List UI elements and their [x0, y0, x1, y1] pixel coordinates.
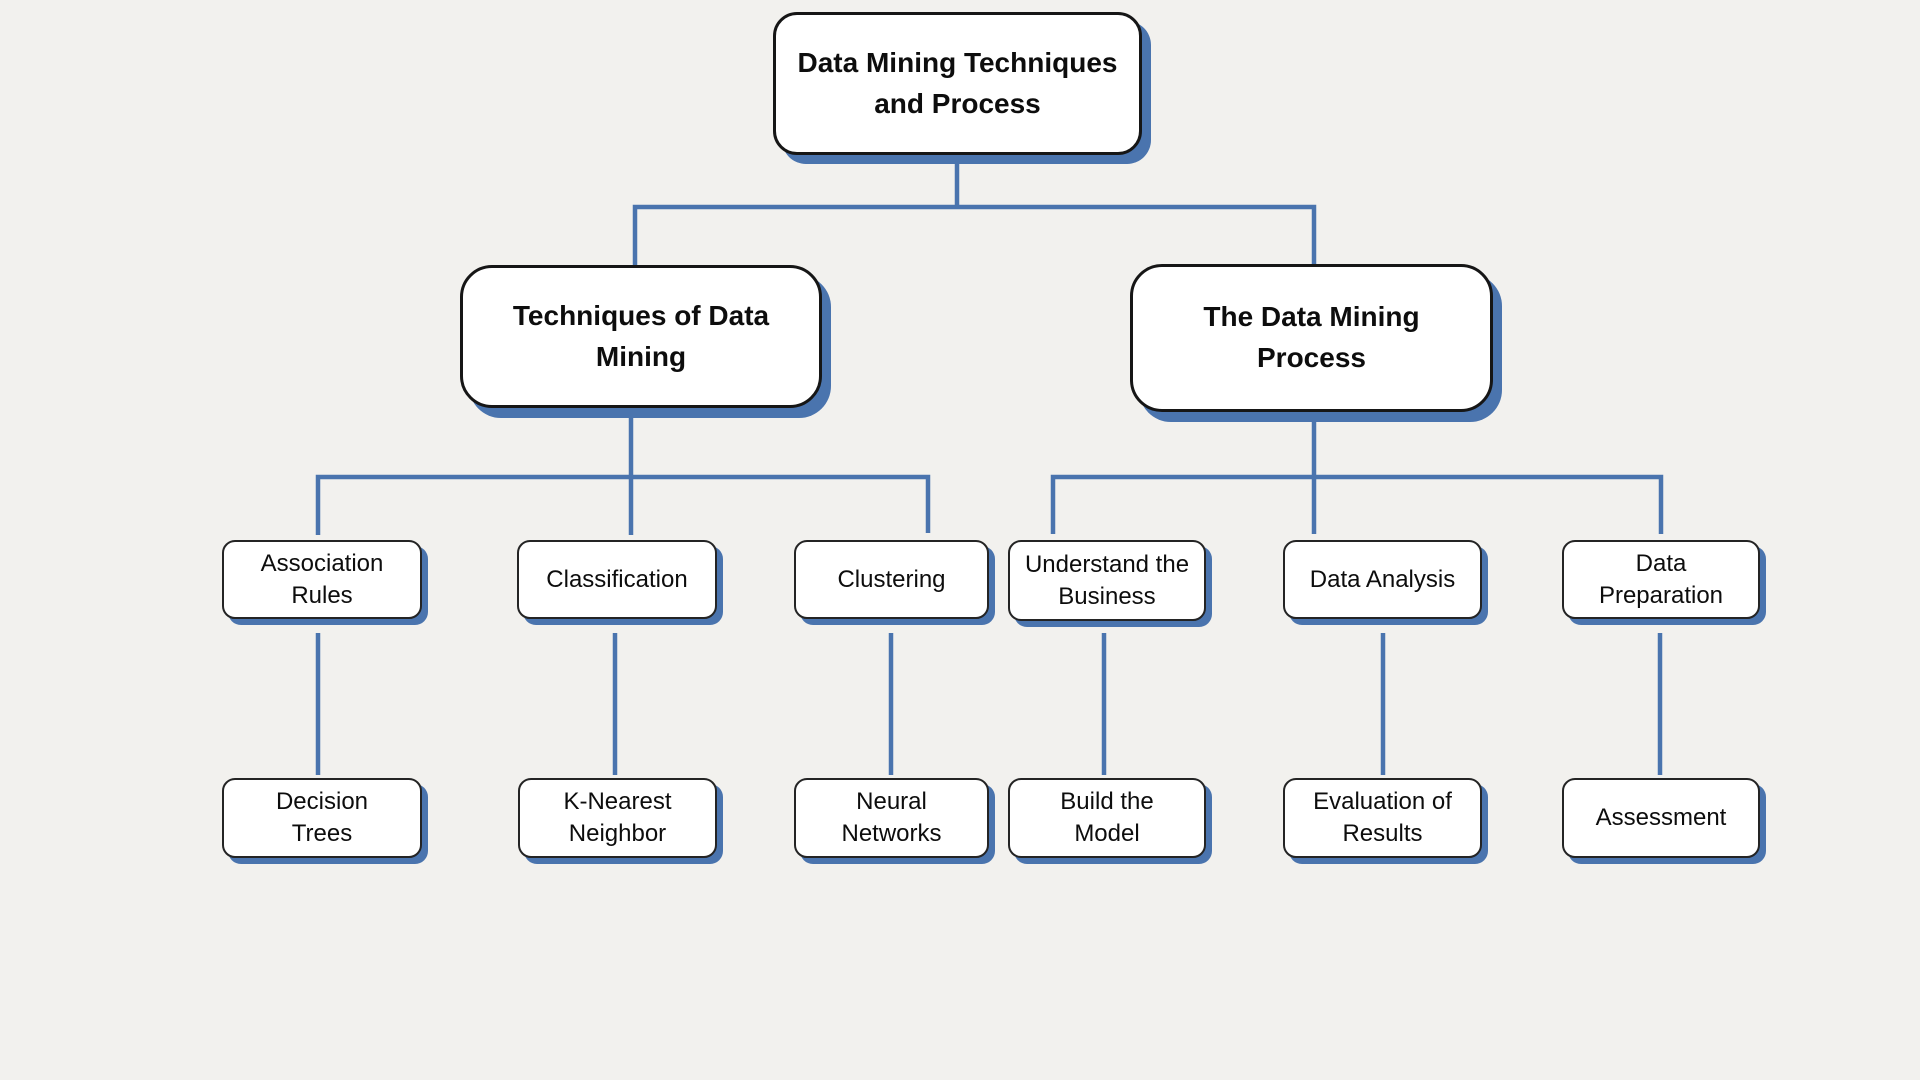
node-data-analysis-label: Data Analysis: [1309, 565, 1456, 593]
node-root[interactable]: Data Mining Techniques and Process: [773, 12, 1142, 155]
node-evaluation-of-results[interactable]: Evaluation of Results: [1283, 778, 1482, 858]
node-k-nearest-neighbor[interactable]: K-Nearest Neighbor: [518, 778, 717, 858]
node-classification-label: Classification: [546, 565, 688, 593]
node-assessment[interactable]: Assessment: [1562, 778, 1760, 858]
connector-techniques-subtree: [315, 410, 931, 535]
node-build-the-model[interactable]: Build the Model: [1008, 778, 1206, 858]
node-the-data-mining-process[interactable]: The Data Mining Process: [1130, 264, 1493, 412]
node-neural-networks[interactable]: Neural Networks: [794, 778, 989, 858]
node-association-rules-label: Association Rules: [260, 549, 384, 609]
node-clustering[interactable]: Clustering: [794, 540, 989, 619]
node-understand-the-business[interactable]: Understand the Business: [1008, 540, 1206, 621]
node-techniques-of-data-mining[interactable]: Techniques of Data Mining: [460, 265, 822, 408]
node-assessment-label: Assessment: [1595, 804, 1727, 832]
node-data-preparation-label: Data Preparation: [1598, 549, 1724, 609]
node-neural-networks-label: Neural Networks: [841, 788, 942, 847]
node-data-preparation[interactable]: Data Preparation: [1562, 540, 1760, 619]
node-decision-trees-label: Decision Trees: [275, 788, 369, 847]
node-process-label: The Data Mining Process: [1203, 301, 1420, 373]
connector-root-to-branches: [632, 150, 1317, 267]
node-classification[interactable]: Classification: [517, 540, 717, 619]
node-decision-trees[interactable]: Decision Trees: [222, 778, 422, 858]
node-understand-business-label: Understand the Business: [1024, 550, 1190, 610]
node-association-rules[interactable]: Association Rules: [222, 540, 422, 619]
node-techniques-label: Techniques of Data Mining: [512, 299, 770, 372]
connector-process-subtree: [1050, 412, 1664, 534]
node-data-analysis[interactable]: Data Analysis: [1283, 540, 1482, 619]
node-build-model-label: Build the Model: [1060, 788, 1154, 847]
node-evaluation-results-label: Evaluation of Results: [1313, 788, 1452, 847]
node-root-label: Data Mining Techniques and Process: [797, 47, 1118, 119]
node-clustering-label: Clustering: [837, 565, 946, 593]
node-knn-label: K-Nearest Neighbor: [563, 788, 672, 847]
